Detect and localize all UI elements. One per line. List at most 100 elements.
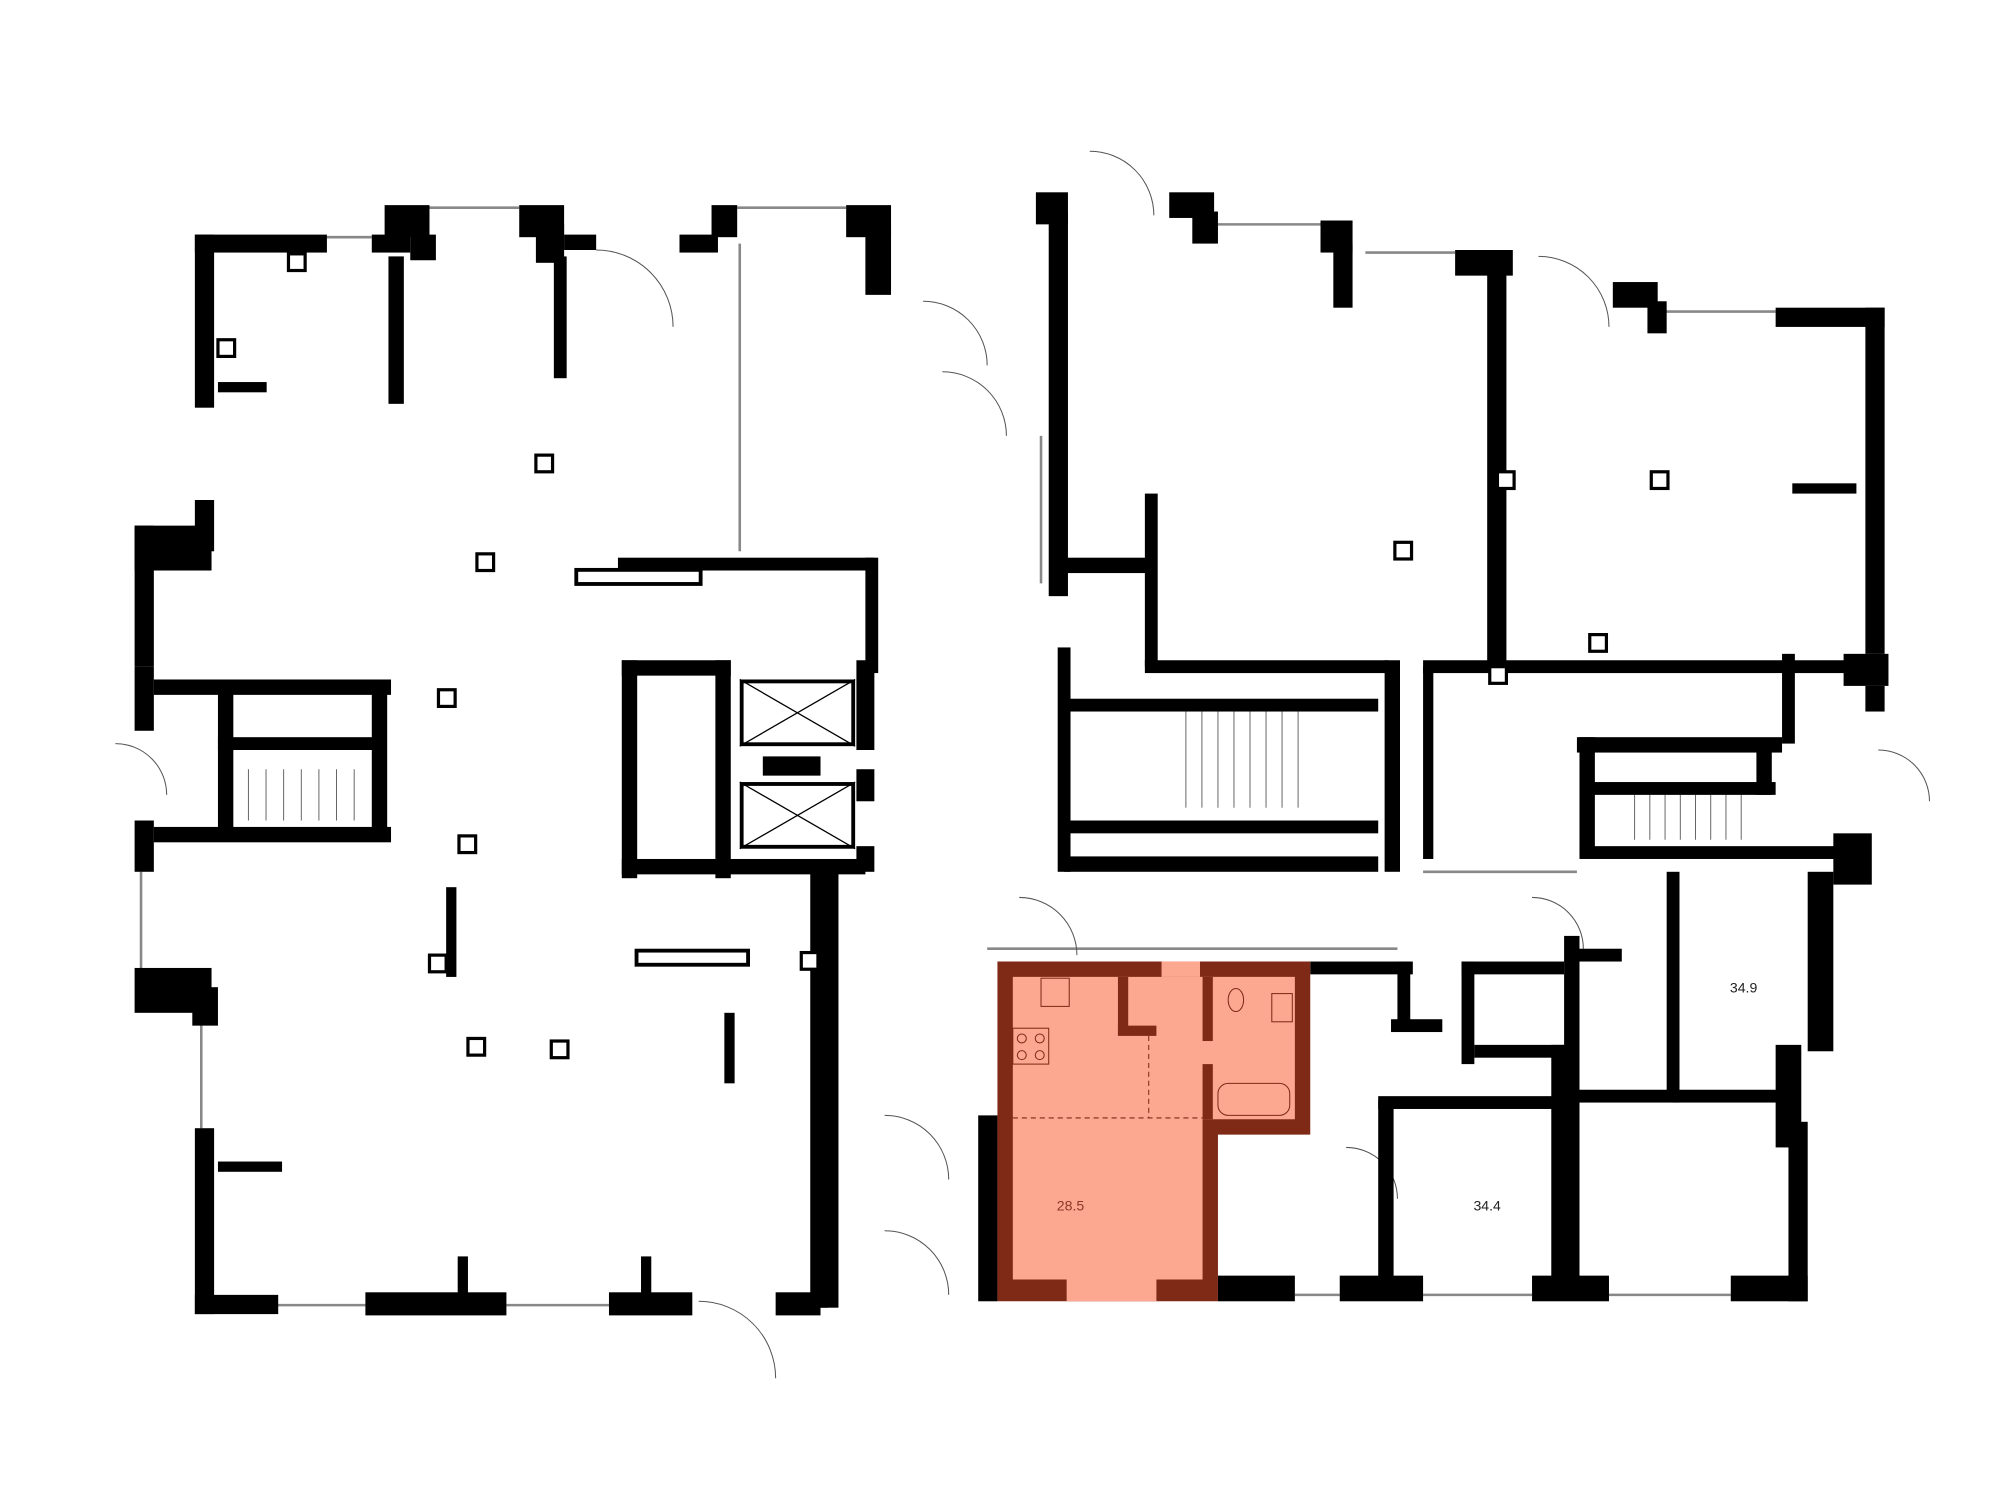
wall (775, 1292, 821, 1316)
wall (617, 557, 875, 571)
door-swing (1089, 150, 1155, 216)
column (1588, 633, 1609, 653)
wall (1775, 307, 1885, 327)
wall (1064, 856, 1379, 872)
wall (217, 1161, 283, 1172)
wall (1570, 1089, 1680, 1103)
wall (1397, 961, 1411, 1026)
door-swing (1878, 749, 1930, 802)
wall (978, 1115, 998, 1302)
wall (134, 820, 154, 872)
wall (820, 871, 839, 1308)
wall (1064, 820, 1379, 834)
wall (1423, 660, 1859, 674)
door-swing (884, 1230, 950, 1295)
wall (1564, 935, 1580, 1283)
wall (1144, 660, 1389, 674)
wall (1048, 211, 1068, 597)
wall (1756, 750, 1772, 795)
wall (724, 1012, 735, 1084)
column (457, 834, 478, 855)
column (216, 338, 237, 359)
wall (217, 382, 267, 393)
wall (1579, 737, 1595, 853)
column (436, 688, 457, 709)
apartment-window (1066, 1279, 1157, 1302)
wall (1843, 653, 1889, 686)
column (1488, 665, 1509, 685)
elevator-icon (739, 781, 856, 850)
column (1393, 540, 1414, 561)
wall (1792, 483, 1857, 494)
wall (446, 887, 457, 977)
wall (1333, 243, 1353, 308)
column (534, 453, 555, 474)
wall (371, 692, 388, 834)
columns (216, 252, 1670, 1060)
column (799, 950, 820, 971)
wall (711, 205, 738, 238)
wall (1666, 871, 1680, 1097)
unit-area-label[interactable]: 34.4 (1473, 1197, 1501, 1213)
apartment-floor (1012, 976, 1295, 1280)
wall (1384, 660, 1400, 872)
wall (1865, 685, 1885, 712)
wall (365, 1292, 507, 1316)
wall (865, 557, 879, 674)
highlighted-apartment[interactable]: 28.5 (997, 961, 1311, 1302)
wall (1474, 1044, 1565, 1058)
apartment-fixtures (1012, 977, 1293, 1119)
wall (1576, 948, 1622, 962)
wall (134, 525, 154, 667)
wall (1576, 737, 1783, 753)
wall (1788, 1121, 1808, 1302)
wall (762, 756, 821, 776)
wall (1532, 1275, 1609, 1302)
wall (217, 692, 234, 834)
wall (153, 679, 392, 695)
wall (1579, 846, 1856, 859)
wall (1057, 557, 1148, 574)
wall (410, 234, 436, 261)
wall (1833, 833, 1872, 885)
wall (1865, 307, 1885, 654)
wall (457, 1256, 468, 1295)
wall (1339, 1275, 1424, 1302)
wall (1673, 1089, 1795, 1103)
wall (553, 256, 567, 379)
wall (865, 224, 892, 295)
wall (1391, 1019, 1443, 1033)
wall (1461, 961, 1475, 1065)
wall (194, 234, 215, 408)
wall (856, 660, 875, 750)
wall (715, 660, 731, 879)
wall (192, 987, 218, 1026)
door-swing (884, 1114, 950, 1180)
column (1649, 470, 1670, 491)
wall (564, 234, 597, 250)
door-swing (698, 1300, 777, 1379)
wall (1807, 871, 1834, 1052)
apartment-partitions (1117, 976, 1213, 1120)
unit-area-label[interactable]: 34.9 (1730, 979, 1758, 995)
wall (1064, 698, 1379, 712)
column (286, 252, 307, 273)
wall (1461, 961, 1565, 975)
wall (1217, 1275, 1295, 1302)
wall (1192, 211, 1218, 244)
wall (1144, 493, 1158, 667)
door-swing (596, 249, 674, 327)
column (475, 552, 496, 573)
wall (217, 737, 385, 750)
apartment-area-label: 28.5 (1057, 1197, 1085, 1213)
partition (739, 782, 856, 849)
wall (371, 234, 411, 253)
wall (194, 1128, 215, 1315)
wall (621, 660, 638, 879)
wall (384, 205, 430, 238)
wall (621, 858, 866, 875)
door-swing (1532, 896, 1584, 949)
wall (1647, 301, 1667, 334)
wall (608, 1292, 693, 1316)
partition (574, 567, 703, 586)
